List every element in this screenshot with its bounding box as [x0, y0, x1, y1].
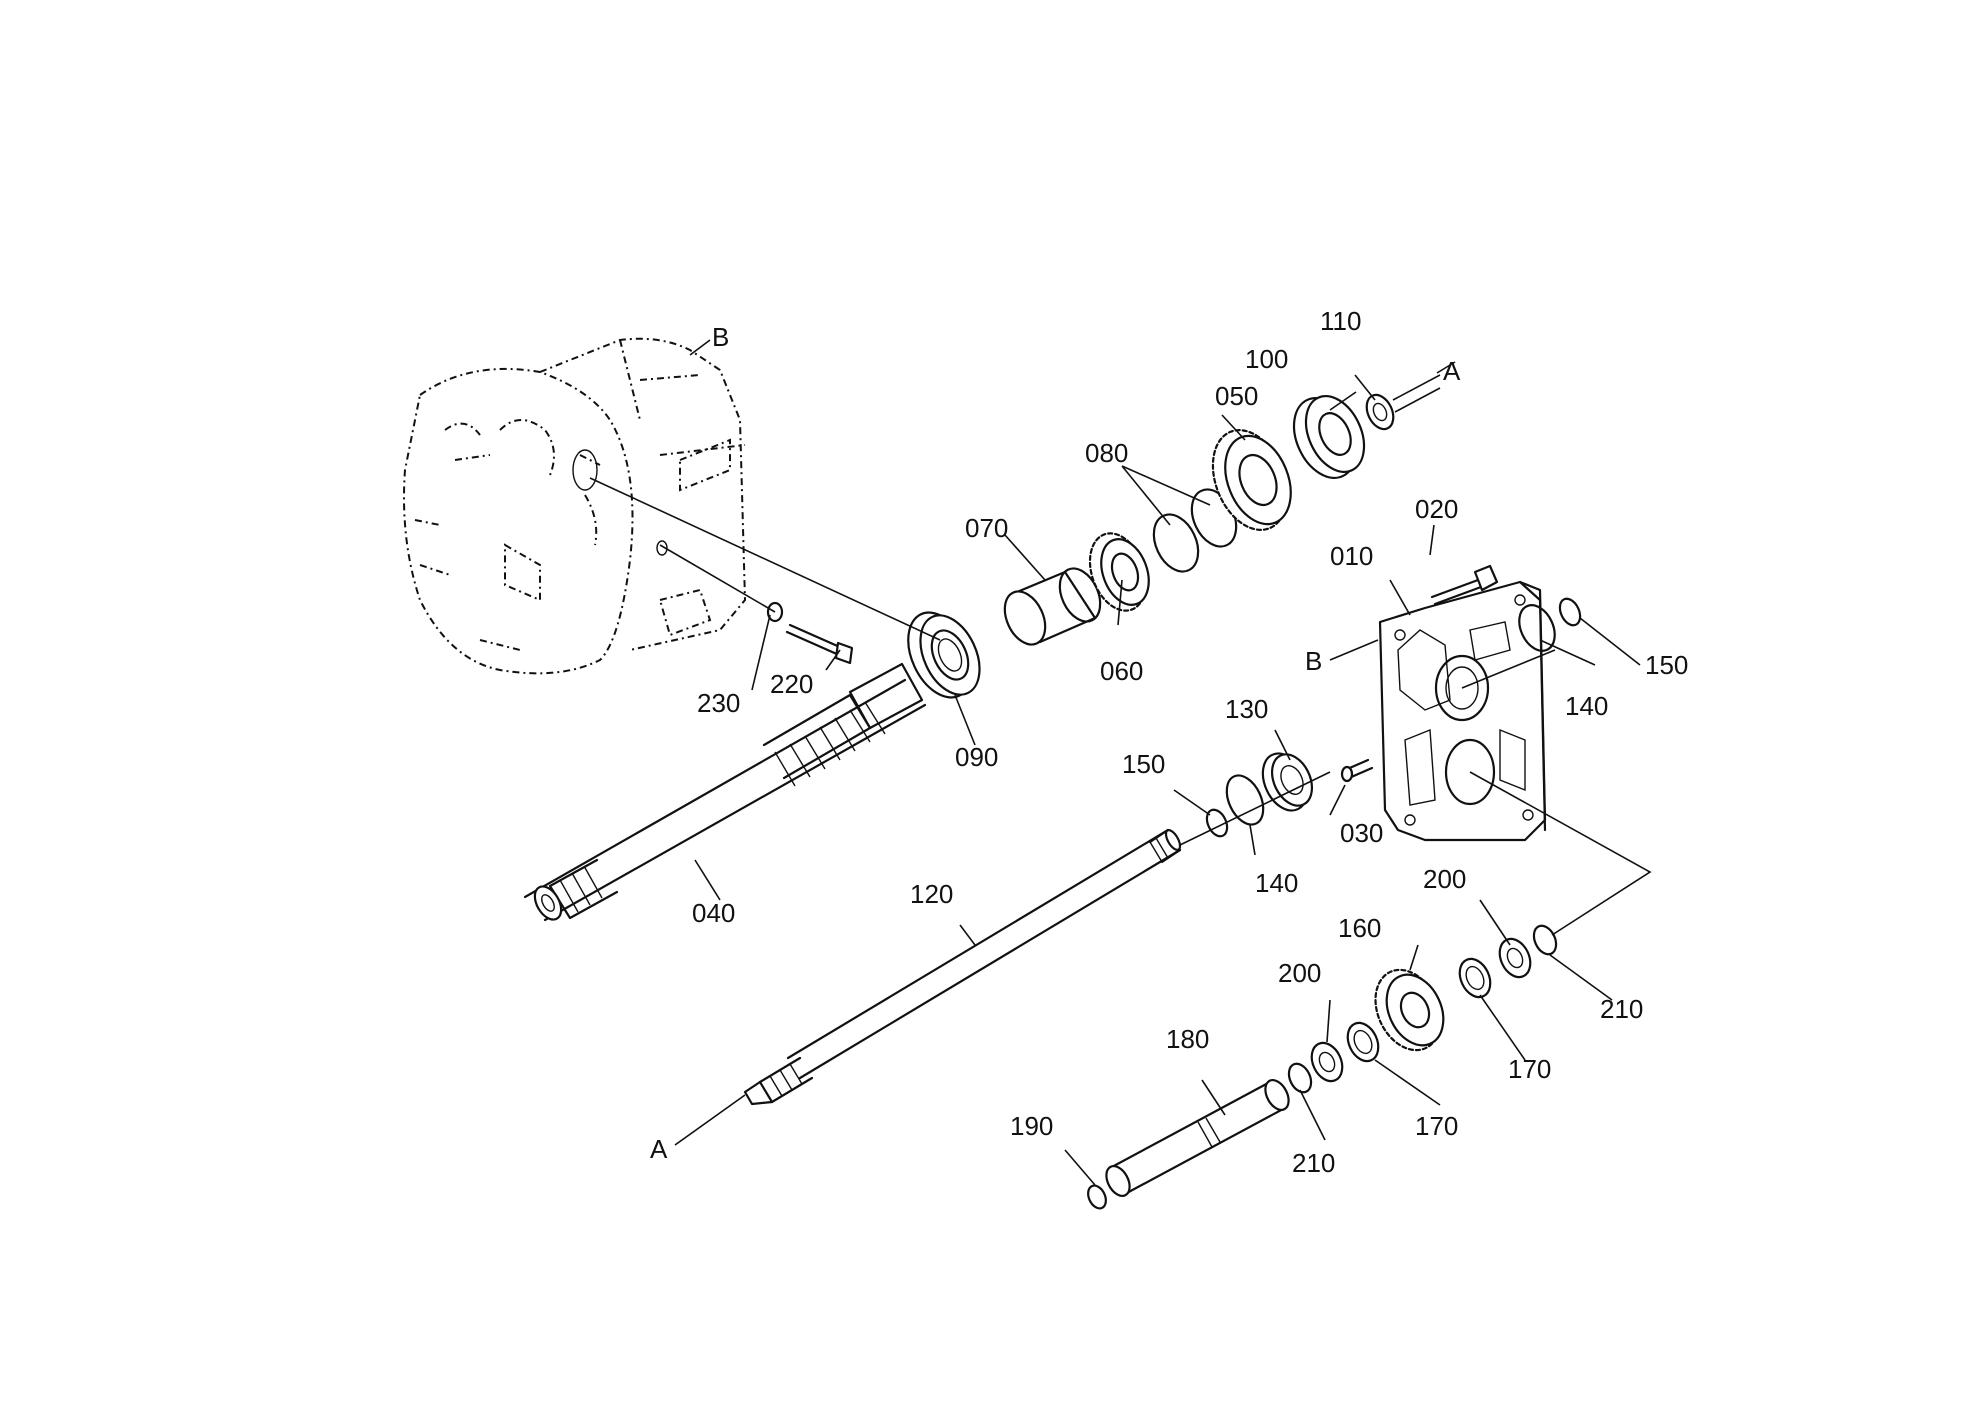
- ref-b-housing: B: [712, 322, 729, 352]
- needle-bearing-170-left: [1346, 1021, 1380, 1063]
- shaft-180: [1105, 1079, 1290, 1197]
- ring-150-mid: [1205, 808, 1229, 838]
- callout-170-right: 170: [1508, 1054, 1551, 1084]
- transmission-housing: [403, 337, 747, 675]
- shaft-040: [523, 662, 927, 922]
- collar-110: [1365, 393, 1395, 431]
- callout-200-left: 200: [1278, 958, 1321, 988]
- gear-060: [1088, 532, 1150, 612]
- gear-050: [1211, 429, 1292, 531]
- ring-140-top: [1518, 604, 1556, 652]
- callout-170-left: 170: [1415, 1111, 1458, 1141]
- callout-090: 090: [955, 742, 998, 772]
- callout-230: 230: [697, 688, 740, 718]
- pin-030: [1340, 758, 1374, 783]
- callout-020: 020: [1415, 494, 1458, 524]
- washer-200-left: [1310, 1041, 1344, 1083]
- callout-140-top: 140: [1565, 691, 1608, 721]
- leader-lines: [694, 361, 1641, 1186]
- callout-100: 100: [1245, 344, 1288, 374]
- callout-150-top: 150: [1645, 650, 1688, 680]
- callout-160: 160: [1338, 913, 1381, 943]
- sleeve-070: [1003, 567, 1102, 646]
- callout-180: 180: [1166, 1024, 1209, 1054]
- callout-110: 110: [1320, 306, 1361, 336]
- callout-210-left: 210: [1292, 1148, 1335, 1178]
- callout-010: 010: [1330, 541, 1373, 571]
- shaft-120: [743, 828, 1182, 1106]
- ring-210-right: [1532, 924, 1558, 956]
- bearing-100: [1292, 395, 1366, 479]
- callout-050: 050: [1215, 381, 1258, 411]
- callout-120: 120: [910, 879, 953, 909]
- washer-200-right: [1498, 937, 1532, 979]
- gear-160: [1374, 968, 1445, 1052]
- callout-210-right: 210: [1600, 994, 1643, 1024]
- bolt-220: [785, 623, 854, 665]
- callout-030: 030: [1340, 818, 1383, 848]
- ring-210-left: [1287, 1062, 1313, 1094]
- bolt-020: [1430, 564, 1499, 606]
- bearing-130: [1261, 752, 1314, 812]
- callout-numbers: 010 020 030 040 050 060 070 080 090 100 …: [692, 306, 1688, 1178]
- alignment-lines: [589, 477, 1652, 936]
- ring-150-top: [1558, 597, 1582, 627]
- reference-letters: B A B A: [650, 322, 1461, 1164]
- ref-b-cover: B: [1305, 646, 1322, 676]
- callout-140-mid: 140: [1255, 868, 1298, 898]
- callout-150-mid: 150: [1122, 749, 1165, 779]
- callout-060: 060: [1100, 656, 1143, 686]
- callout-200-right: 200: [1423, 864, 1466, 894]
- ring-190: [1087, 1184, 1107, 1210]
- callout-130: 130: [1225, 694, 1268, 724]
- cover-plate-010: [1378, 580, 1547, 842]
- callout-190: 190: [1010, 1111, 1053, 1141]
- needle-bearing-170-right: [1458, 957, 1492, 999]
- callout-080: 080: [1085, 438, 1128, 468]
- ref-a-top: A: [1443, 356, 1461, 386]
- callout-070: 070: [965, 513, 1008, 543]
- ref-a-bottom: A: [650, 1134, 668, 1164]
- callout-040: 040: [692, 898, 735, 928]
- bearing-090: [907, 611, 981, 699]
- callout-220: 220: [770, 669, 813, 699]
- ring-140-mid: [1225, 774, 1265, 826]
